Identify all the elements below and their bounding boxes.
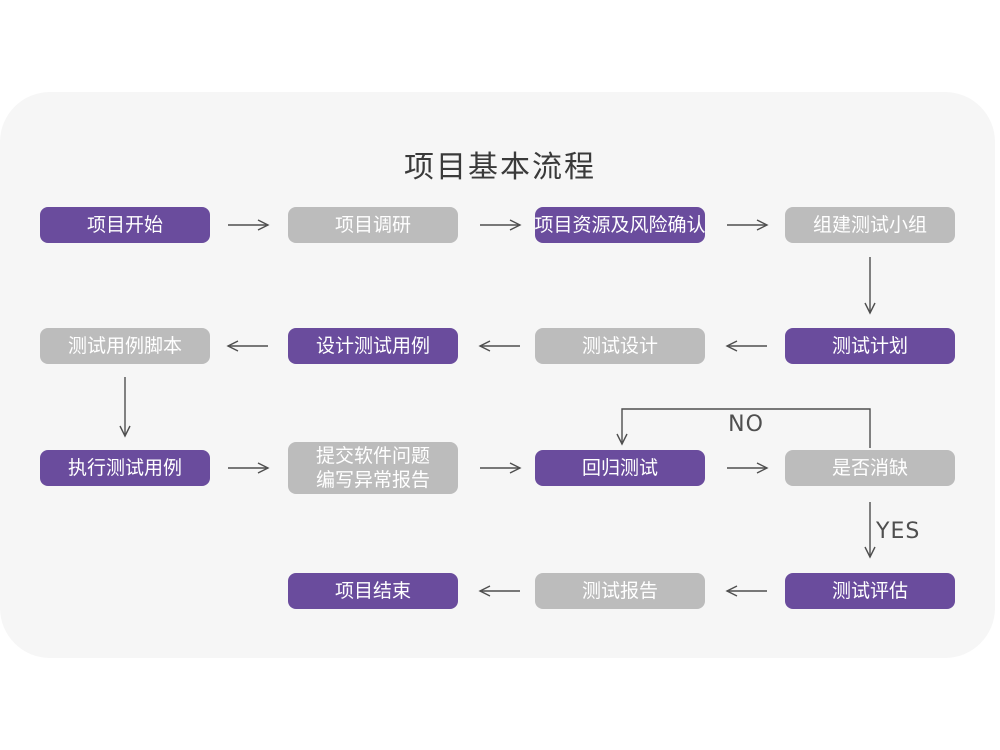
diagram-card: [0, 92, 995, 658]
flow-node-project-end: 项目结束: [288, 573, 458, 609]
flow-node-design-test-cases: 设计测试用例: [288, 328, 458, 364]
node-label: 组建测试小组: [812, 214, 927, 236]
node-label: 测试评估: [831, 580, 908, 602]
node-label: 是否消缺: [831, 457, 908, 479]
node-label: 测试设计: [581, 335, 658, 357]
flow-node-regression-test: 回归测试: [535, 450, 705, 486]
node-label: 回归测试: [581, 457, 658, 479]
flow-node-test-case-script: 测试用例脚本: [40, 328, 210, 364]
edge-label-no: NO: [728, 412, 764, 437]
edge-label-yes: YES: [876, 519, 921, 544]
flow-node-project-research: 项目调研: [288, 207, 458, 243]
node-label: 测试报告: [581, 580, 658, 602]
node-label-line2: 编写异常报告: [315, 469, 430, 491]
node-label: 项目调研: [334, 214, 411, 236]
diagram-title: 项目基本流程: [404, 150, 596, 185]
flow-node-submit-issue-report: 提交软件问题 编写异常报告: [288, 442, 458, 494]
flow-node-test-plan: 测试计划: [785, 328, 955, 364]
flow-node-test-evaluation: 测试评估: [785, 573, 955, 609]
flow-node-resource-risk: 项目资源及风险确认: [534, 207, 706, 243]
arrow-no-loop: [616, 408, 871, 448]
node-label: 项目结束: [334, 580, 411, 602]
flow-node-test-report: 测试报告: [535, 573, 705, 609]
node-label: 执行测试用例: [67, 457, 182, 479]
node-label: 测试用例脚本: [67, 335, 182, 357]
flow-node-execute-test-cases: 执行测试用例: [40, 450, 210, 486]
flow-node-build-test-team: 组建测试小组: [785, 207, 955, 243]
flow-node-test-design: 测试设计: [535, 328, 705, 364]
node-label: 项目资源及风险确认: [534, 214, 706, 236]
flow-node-project-start: 项目开始: [40, 207, 210, 243]
node-label: 设计测试用例: [315, 335, 430, 357]
node-label: 测试计划: [831, 335, 908, 357]
flow-node-defect-cleared: 是否消缺: [785, 450, 955, 486]
node-label-line1: 提交软件问题: [315, 445, 430, 467]
node-label: 项目开始: [86, 214, 163, 236]
